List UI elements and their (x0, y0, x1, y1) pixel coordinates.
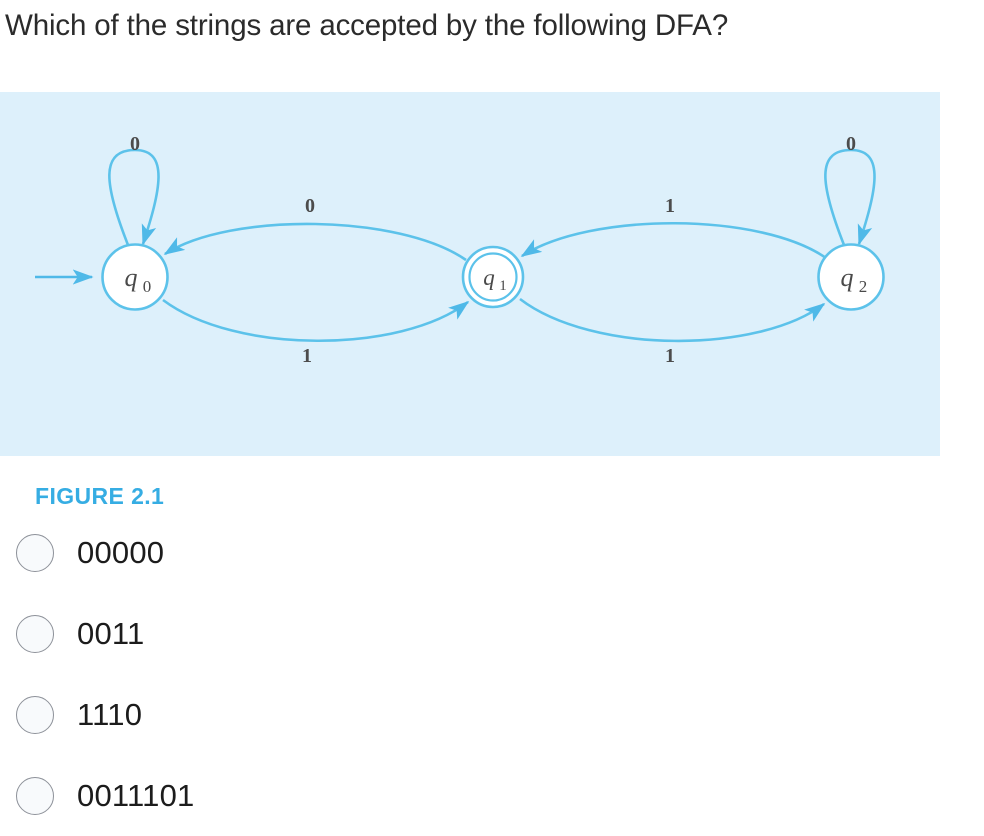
edge-label-q0-to-q1: 1 (302, 345, 312, 367)
option-row-3[interactable]: 1110 (0, 674, 984, 755)
state-q2-subscript: 2 (859, 277, 868, 296)
edge-label-q1-to-q0: 0 (305, 195, 315, 217)
transition-q0-self-0 (108, 148, 160, 246)
option-row-4[interactable]: 0011101 (0, 755, 984, 836)
state-q0-subscript: 0 (143, 277, 152, 296)
figure-caption: FIGURE 2.1 (35, 483, 165, 509)
state-q1-label: q (483, 265, 495, 290)
transition-q2-self-0 (824, 148, 876, 246)
edge-label-q0-self: 0 (130, 133, 140, 155)
option-label-4: 0011101 (77, 777, 195, 813)
option-row-2[interactable]: 0011 (0, 593, 984, 674)
state-q1: q 1 (461, 245, 525, 309)
option-label-1: 00000 (77, 534, 165, 570)
state-q0-label: q (125, 263, 138, 292)
dfa-state-diagram: q 0 q 1 q 2 0 0 1 1 1 0 (35, 133, 885, 367)
transition-q1-to-q2 (519, 297, 826, 343)
page-title: Which of the strings are accepted by the… (5, 9, 729, 42)
radio-button-option-4[interactable] (16, 776, 54, 815)
edge-label-q2-self: 0 (846, 133, 856, 155)
state-q2-label: q (841, 263, 854, 292)
option-row-1[interactable]: 00000 (0, 512, 984, 593)
radio-button-option-2[interactable] (16, 614, 54, 653)
option-label-3: 1110 (77, 696, 143, 732)
radio-button-option-1[interactable] (16, 533, 54, 572)
edge-label-q1-to-q2: 1 (665, 345, 675, 367)
radio-button-option-3[interactable] (16, 695, 54, 734)
option-label-2: 0011 (77, 615, 145, 651)
edge-label-q2-to-q1: 1 (665, 195, 675, 217)
transition-q2-to-q1 (520, 222, 827, 260)
figure-panel: q 0 q 1 q 2 0 0 1 1 1 0 FIGURE 2.1 (0, 92, 940, 509)
state-q0: q 0 (101, 243, 169, 311)
state-q1-subscript: 1 (499, 278, 507, 294)
transition-q0-to-q1 (162, 298, 470, 342)
answer-options-list: 00000 0011 1110 0011101 (0, 512, 984, 836)
state-q2: q 2 (817, 243, 885, 311)
transition-q1-to-q0 (163, 222, 467, 262)
